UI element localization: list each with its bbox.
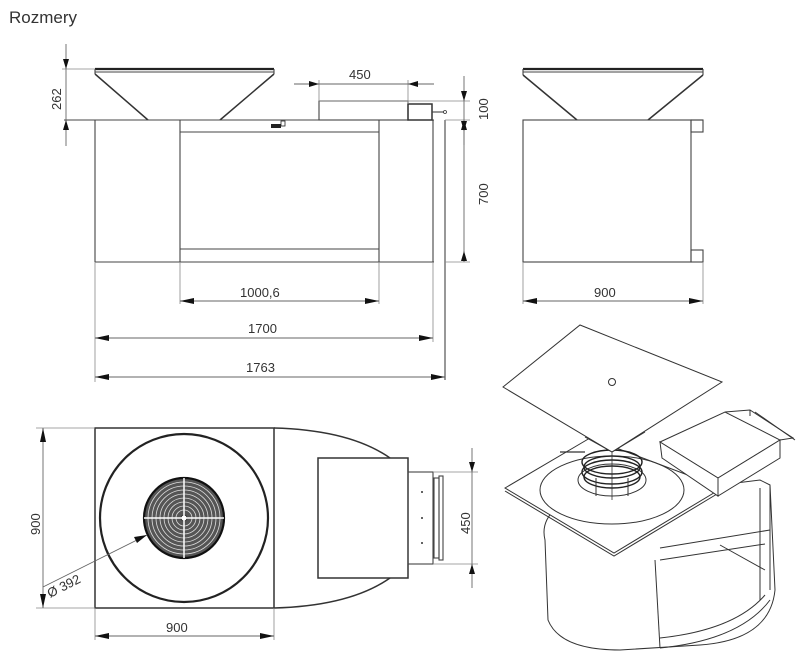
front-side-table [318,100,447,121]
dim-overall-width: 1763 [95,360,445,380]
dim-opening-width: 1000,6 [179,262,380,304]
dim-label-262: 262 [49,88,64,110]
dim-side-table-depth: 450 [433,448,478,588]
front-body [64,119,446,380]
dim-bowl-height: 262 [49,44,95,146]
dim-label-1700: 1700 [248,321,277,336]
iso-lid [502,324,724,453]
dim-label-diameter: Ø 392 [45,571,83,600]
top-plate-ring [98,432,270,604]
iso-grate-icon [560,449,643,500]
dim-label-900-bottom: 900 [166,620,188,635]
dim-label-900-vertical: 900 [28,513,43,535]
front-bowl [94,67,275,121]
grate-icon [142,476,226,560]
front-view: 262 450 100 700 [49,44,491,382]
dim-label-900-side: 900 [594,285,616,300]
front-badge-icon [271,124,281,128]
dim-label-450-vertical: 450 [458,512,473,534]
top-view: 900 Ø 392 900 450 [28,427,478,640]
dim-label-1763: 1763 [246,360,275,375]
dim-side-depth: 900 [522,262,704,304]
dim-label-1000-6: 1000,6 [240,285,280,300]
dim-body-width: 1700 [94,262,434,382]
dim-label-450-top: 450 [349,67,371,82]
dim-body-height: 700 [445,120,491,263]
side-view: 900 [522,67,704,304]
dim-side-table-height: 100 [319,76,491,145]
isometric-view [502,324,796,651]
dim-top-plate-depth: 900 [28,427,95,609]
dim-label-700: 700 [476,183,491,205]
dim-label-100: 100 [476,98,491,120]
dim-top-plate-width: 900 [94,608,275,640]
dim-side-table-width: 450 [294,67,434,104]
section-title: Rozmery [9,8,78,27]
